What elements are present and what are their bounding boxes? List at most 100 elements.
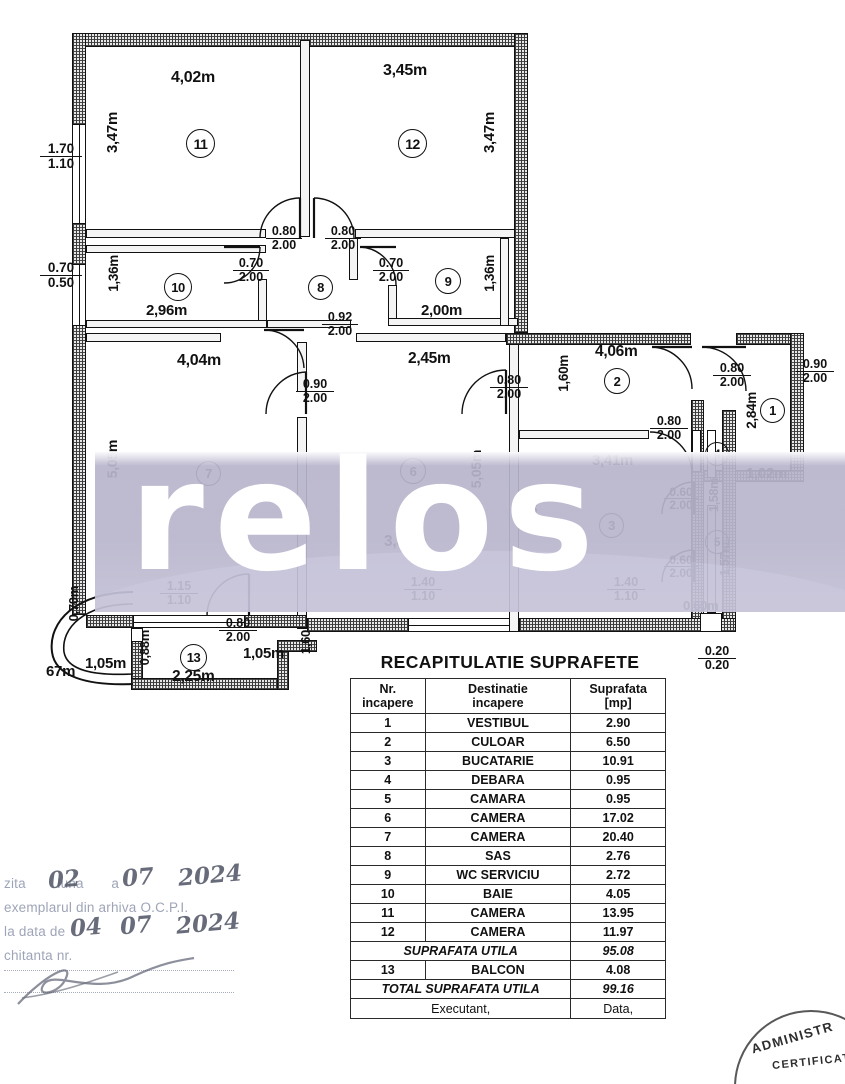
dim-room2-height: 1,60m xyxy=(556,355,571,392)
cell-surface: 11.97 xyxy=(570,922,666,942)
cell-destination: CAMERA xyxy=(424,903,572,923)
wall-notch-bottom-right xyxy=(700,613,722,632)
cell-nr: 2 xyxy=(350,732,426,752)
door-room7-swing xyxy=(262,370,308,418)
cell-nr: 6 xyxy=(350,808,426,828)
dim-room6-width: 3,37m xyxy=(384,533,427,550)
frac-den: 0.20 xyxy=(698,657,736,672)
frac-window-left-room11: 1.70 1.10 xyxy=(40,142,82,171)
room-badge-9: 9 xyxy=(435,268,461,294)
dim-room12-width: 3,45m xyxy=(383,62,427,79)
cell-destination: WC SERVICIU xyxy=(424,865,572,885)
frac-door-debara: 0.60 2.00 xyxy=(664,486,698,511)
frac-num: 0.80 xyxy=(330,224,356,238)
dim-room1-height: 2,84m xyxy=(744,392,759,429)
header-nr-l2: incapere xyxy=(362,696,414,710)
stamp-line1c-text: a xyxy=(111,876,120,891)
frac-window-room6: 1.40 1.10 xyxy=(404,576,442,603)
frac-num: 0.80 xyxy=(225,616,251,630)
stamp-hand-month2: 07 xyxy=(118,910,154,941)
frac-num: 0.70 xyxy=(238,256,264,270)
stamp-signature xyxy=(14,954,204,1015)
door-balcon-swing xyxy=(205,572,251,618)
dim-balcony-left: 1,05m xyxy=(85,655,127,672)
frac-num: 0.80 xyxy=(496,373,522,387)
frac-den: 2.00 xyxy=(233,269,269,284)
dim-room9-height: 1,36m xyxy=(482,255,497,292)
frac-door-room6: 0.80 2.00 xyxy=(490,374,528,401)
frac-door-room11-sas: 0.80 2.00 xyxy=(266,225,302,252)
frac-num: 1.40 xyxy=(410,575,436,589)
wall-partition-r11-r12 xyxy=(300,40,310,237)
cell-surface: 4.05 xyxy=(570,884,666,904)
frac-num: 0.70 xyxy=(378,256,404,270)
frac-den: 0.50 xyxy=(40,274,82,290)
room-badge-12: 12 xyxy=(398,129,427,158)
wall-exterior-left-upper xyxy=(72,33,86,125)
frac-num: 0.60 xyxy=(669,485,693,499)
cell-surface: 0.95 xyxy=(570,770,666,790)
wall-r12-bottom xyxy=(355,229,515,238)
stamp-line2: exemplarul din arhiva O.C.P.I. xyxy=(4,900,189,915)
frac-door-vestibul: 0.90 2.00 xyxy=(796,358,834,385)
frac-den: 2.00 xyxy=(296,390,334,405)
stamp-dotted-2 xyxy=(4,992,234,993)
frac-num: 0.80 xyxy=(271,224,297,238)
stamp-hand-day2: 04 xyxy=(68,912,104,943)
wall-exterior-right-upper xyxy=(514,33,528,333)
frac-door-camara: 0.60 2.00 xyxy=(664,554,698,579)
frac-window-room7: 1.15 1.10 xyxy=(160,580,198,607)
header-dest-l1: Destinatie xyxy=(468,682,528,696)
wall-camara-box-b xyxy=(707,505,716,613)
cell-nr: 11 xyxy=(350,903,426,923)
stamp-hand-year: 2024 xyxy=(176,859,244,892)
recap-thead: Nr. incapere Destinatie incapere Suprafa… xyxy=(350,678,666,714)
dim-room10-height: 1,36m xyxy=(106,255,121,292)
wall-exterior-bottom-right xyxy=(519,618,736,632)
stamp-line4: chitanta nr. xyxy=(4,948,73,963)
cell-surface: 10.91 xyxy=(570,751,666,771)
table-row-footer: Executant,Data, xyxy=(349,998,666,1019)
dim-room7-height: 5,05m xyxy=(104,440,120,479)
door-sas-baie-swing xyxy=(222,245,262,285)
cell-nr: 4 xyxy=(350,770,426,790)
cell-destination: CAMERA xyxy=(424,922,572,942)
window-exterior-room6 xyxy=(409,618,509,632)
room-badge-6: 6 xyxy=(400,458,426,484)
frac-opening-corner: 0.20 0.20 xyxy=(698,645,736,672)
header-nr-l1: Nr. xyxy=(379,682,397,696)
dim-balcony-right: 1,05m xyxy=(243,645,285,662)
room-badge-2: 2 xyxy=(604,368,630,394)
dim-room3-height: 3,20m xyxy=(524,495,540,534)
frac-door-room7: 0.90 2.00 xyxy=(296,378,334,405)
frac-window-room3: 1.40 1.10 xyxy=(607,576,645,603)
cell-nr: 5 xyxy=(350,789,426,809)
dim-room3-width: 3,41m xyxy=(592,452,634,469)
wall-r11-bottom xyxy=(86,229,266,238)
cell-destination: DEBARA xyxy=(424,770,572,790)
cell-nr: 1 xyxy=(350,713,426,733)
header-supr-l2: [mp] xyxy=(604,696,632,710)
stamp-line1b-text: luna xyxy=(57,876,84,891)
room-badge-1: 1 xyxy=(760,398,785,423)
dim-room5-height2: 1,57m xyxy=(718,542,732,576)
frac-door-sas-wc: 0.70 2.00 xyxy=(373,257,409,284)
header-dest: Destinatie incapere xyxy=(424,678,572,714)
recap-title: RECAPITULATIE SUPRAFETE xyxy=(380,652,640,672)
stamp-line3: la data de xyxy=(4,924,66,939)
room-badge-10: 10 xyxy=(164,273,192,301)
dim-room5-height: 1,58m xyxy=(707,478,721,512)
stamp-line1: zita luna a xyxy=(4,876,119,891)
cell-nr: 7 xyxy=(350,827,426,847)
frac-den: 2.00 xyxy=(650,427,688,442)
wall-exterior-left-mid xyxy=(72,223,86,265)
frac-den: 2.00 xyxy=(713,374,751,389)
frac-door-bucatarie: 0.80 2.00 xyxy=(650,415,688,442)
cell-nr: 10 xyxy=(350,884,426,904)
cell-nr: 3 xyxy=(350,751,426,771)
